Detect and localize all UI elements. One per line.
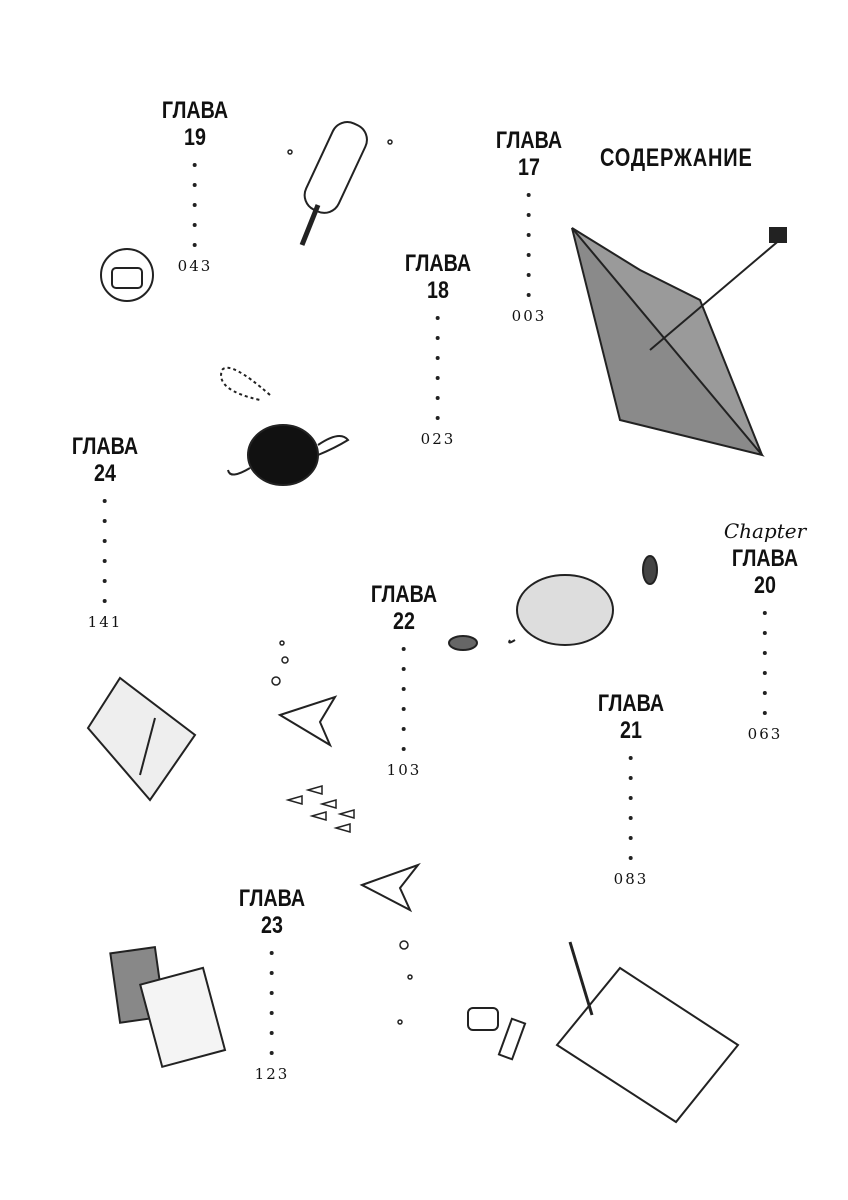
notebooks-icon (109, 946, 227, 1069)
chapter-number: 24 (94, 460, 116, 487)
dot-leader (724, 611, 806, 715)
map-sheet-icon (555, 941, 740, 1124)
page-number: 023 (420, 430, 456, 448)
chapter-19[interactable]: ГЛАВА 19 043 (155, 97, 236, 275)
chapter-overlay-text: Chapter (723, 519, 807, 543)
chapter-18[interactable]: ГЛАВА 18 023 (398, 250, 479, 448)
chapter-label: ГЛАВА (71, 433, 139, 460)
chapter-number: 21 (620, 717, 642, 744)
bubbles-icon (271, 139, 413, 1025)
capsule-toy-icon (100, 248, 154, 302)
chapter-number: 20 (754, 572, 776, 599)
chapter-number: 19 (184, 124, 206, 151)
chapter-label: ГЛАВА (597, 690, 665, 717)
chapter-label: ГЛАВА (404, 250, 472, 277)
page-number: 123 (254, 1065, 290, 1083)
chapter-number: 22 (393, 608, 415, 635)
chapter-24[interactable]: ГЛАВА 24 141 (65, 433, 146, 631)
glue-icon (467, 1007, 527, 1061)
chapter-22[interactable]: ГЛАВА 22 103 (364, 581, 445, 779)
chapter-label: ГЛАВА (731, 545, 799, 572)
dot-leader (232, 951, 313, 1055)
chapter-20[interactable]: Chapter ГЛАВА 20 063 (724, 519, 806, 743)
chapter-label: ГЛАВА (370, 581, 438, 608)
chapter-21[interactable]: ГЛАВА 21 083 (591, 690, 672, 888)
chapter-23[interactable]: ГЛАВА 23 123 (232, 885, 313, 1083)
chapter-label: ГЛАВА (161, 97, 229, 124)
page-number: 003 (511, 307, 547, 325)
dot-leader (489, 193, 570, 297)
page-number: 043 (177, 257, 213, 275)
small-fish-icon (285, 785, 355, 833)
chapter-number: 17 (518, 154, 540, 181)
umbrella-icon (571, 227, 787, 457)
fish-icon (277, 695, 421, 913)
chapter-number: 23 (261, 912, 283, 939)
hamster-icon (508, 574, 614, 646)
dot-leader (155, 163, 236, 247)
cat-keychain-icon (220, 366, 350, 486)
chapter-number: 18 (427, 277, 449, 304)
seed-icon (448, 555, 658, 651)
dot-leader (364, 647, 445, 751)
page-number: 103 (386, 761, 422, 779)
chapter-label: ГЛАВА (495, 127, 563, 154)
page-number: 083 (613, 870, 649, 888)
chapter-label: ГЛАВА (238, 885, 306, 912)
contents-title: СОДЕРЖАНИЕ (600, 144, 753, 172)
page-number: 063 (747, 725, 783, 743)
popsicle-icon (299, 121, 368, 246)
book-icon (86, 676, 197, 802)
dot-leader (398, 316, 479, 420)
dot-leader (591, 756, 672, 860)
chapter-17[interactable]: ГЛАВА 17 003 (489, 127, 570, 325)
dot-leader (65, 499, 146, 603)
page-number: 141 (87, 613, 123, 631)
